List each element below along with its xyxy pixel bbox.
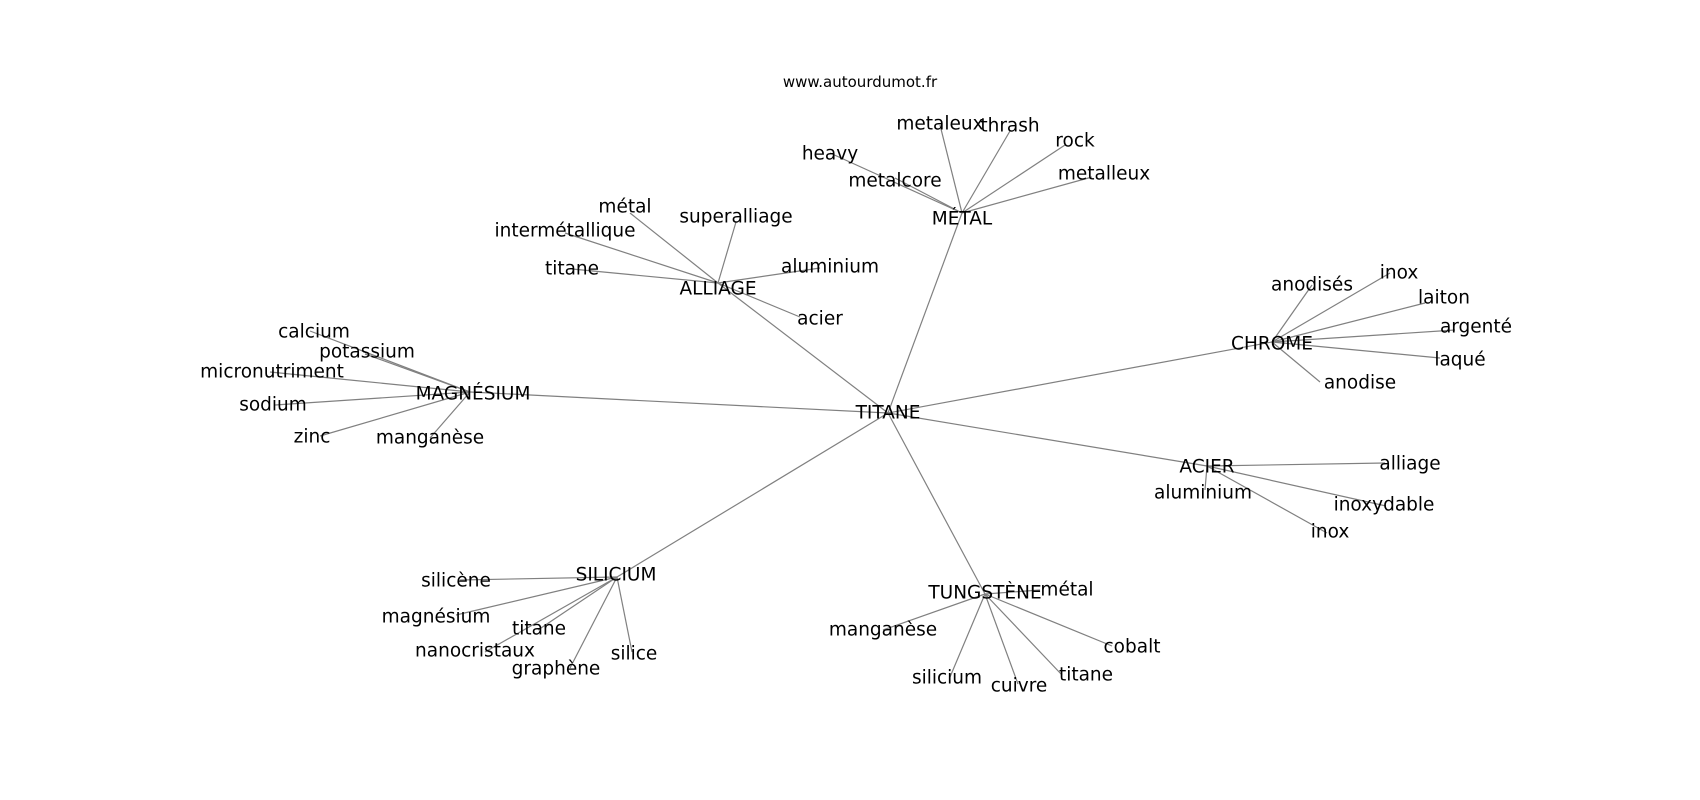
cluster-node-label: SILICIUM <box>576 565 657 586</box>
edge <box>429 391 471 439</box>
leaf-node-label: laqué <box>1434 350 1485 371</box>
edge <box>1271 341 1441 359</box>
leaf-node-label: rock <box>1055 131 1095 152</box>
edge <box>537 576 618 631</box>
leaf-node-label: inox <box>1380 263 1419 284</box>
leaf-node-label: titane <box>545 259 599 280</box>
leaf-node-label: metalleux <box>1058 164 1150 185</box>
center-node-label: TITANE <box>855 403 921 424</box>
cluster-node-label: TUNGSTÈNE <box>927 582 1041 604</box>
leaf-node-label: inoxydable <box>1334 495 1435 516</box>
leaf-node-label: sodium <box>239 395 307 416</box>
edge <box>984 593 1063 676</box>
edge <box>717 221 737 284</box>
leaf-node-label: potassium <box>319 342 415 363</box>
edge <box>364 353 471 393</box>
edge <box>717 282 889 414</box>
leaf-node-label: inox <box>1311 522 1350 543</box>
leaf-node-label: titane <box>512 619 566 640</box>
edge <box>984 593 1113 647</box>
leaf-node-label: métal <box>1040 580 1093 601</box>
cluster-node-label: ALLIAGE <box>679 279 756 300</box>
edge <box>894 177 963 214</box>
leaf-node-label: calcium <box>278 322 350 343</box>
leaf-node-label: magnésium <box>382 607 491 628</box>
edge <box>616 576 633 653</box>
edge <box>469 391 889 414</box>
edge <box>939 124 963 214</box>
cluster-node-label: ACIER <box>1179 457 1234 478</box>
leaf-node-label: aluminium <box>781 257 879 278</box>
cluster-node-label: MAGNÉSIUM <box>416 383 531 405</box>
leaf-node-label: métal <box>598 197 651 218</box>
leaf-node-label: anodise <box>1324 373 1396 394</box>
edge <box>717 282 801 318</box>
leaf-node-label: superalliage <box>679 207 792 228</box>
edge <box>961 144 1066 214</box>
edge <box>961 130 1011 214</box>
edge <box>455 576 618 616</box>
edge <box>459 576 618 581</box>
leaf-node-label: manganèse <box>376 428 484 449</box>
edge <box>984 593 1019 685</box>
site-label: www.autourdumot.fr <box>783 73 938 91</box>
edge <box>1271 284 1313 343</box>
edge <box>961 176 1093 214</box>
edge <box>887 341 1273 414</box>
edge <box>571 268 719 284</box>
edge <box>829 152 963 214</box>
edge <box>887 412 1208 467</box>
leaf-node-label: micronutriment <box>200 362 344 383</box>
leaf-node-label: titane <box>1059 665 1113 686</box>
edge <box>484 576 618 653</box>
edge <box>984 589 1041 595</box>
leaf-node-label: cuivre <box>991 676 1048 697</box>
edge <box>1206 465 1328 534</box>
leaf-node-label: silice <box>611 644 658 665</box>
edge <box>1204 465 1208 491</box>
edge <box>564 232 719 284</box>
leaf-node-label: zinc <box>294 427 331 448</box>
leaf-node-label: argenté <box>1440 317 1512 338</box>
leaf-node-label: manganèse <box>829 620 937 641</box>
leaf-node-label: metaleux <box>896 114 983 135</box>
edge <box>616 412 889 578</box>
cluster-node-label: CHROME <box>1231 334 1313 355</box>
leaf-node-label: anodisés <box>1271 275 1353 296</box>
edge <box>1271 341 1321 383</box>
leaf-node-label: alliage <box>1379 454 1440 475</box>
leaf-node-label: metalcore <box>848 171 941 192</box>
leaf-node-label: laiton <box>1418 288 1470 309</box>
edge <box>887 212 963 414</box>
leaf-node-label: heavy <box>802 144 858 165</box>
leaf-node-label: silicium <box>912 668 982 689</box>
cluster-node-label: MÉTAL <box>932 208 993 230</box>
leaf-node-label: acier <box>797 309 843 330</box>
edge <box>1271 302 1426 343</box>
edge <box>629 212 719 284</box>
leaf-node-label: thrash <box>980 116 1039 137</box>
edge <box>1271 272 1391 343</box>
edge <box>1271 329 1456 343</box>
edge <box>1206 462 1386 467</box>
edge <box>274 391 471 406</box>
edge <box>717 267 821 284</box>
leaf-node-label: cobalt <box>1104 637 1161 658</box>
edge <box>1206 465 1387 507</box>
leaf-node-label: silicène <box>421 571 491 592</box>
edge <box>319 391 471 437</box>
edge <box>269 371 471 393</box>
leaf-node-label: intermétallique <box>494 221 635 242</box>
leaf-node-label: graphène <box>512 659 601 680</box>
edge <box>949 593 986 678</box>
leaf-node-label: aluminium <box>1154 483 1252 504</box>
leaf-node-label: nanocristaux <box>415 641 535 662</box>
edge <box>882 593 986 631</box>
edge <box>569 576 618 669</box>
edge <box>887 412 986 595</box>
